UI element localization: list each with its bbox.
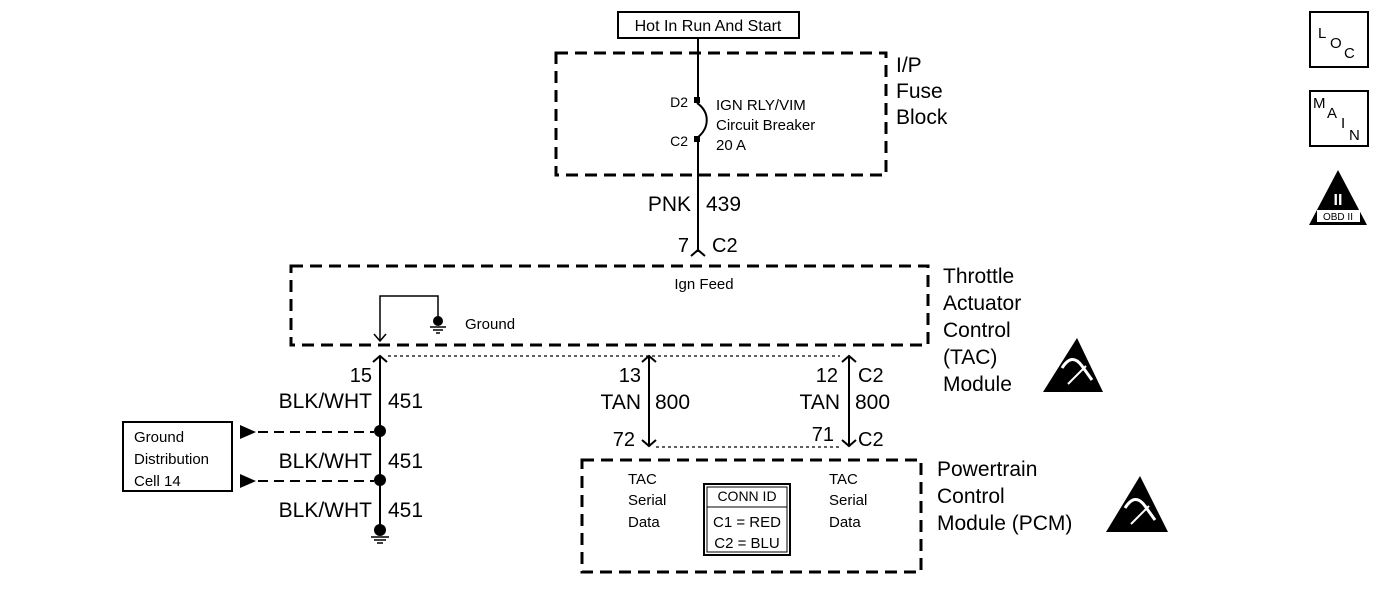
splice-1-icon	[374, 425, 386, 437]
ground-seg1-color: BLK/WHT	[279, 390, 373, 413]
serial-wire-2-circuit: 800	[855, 391, 890, 414]
tac-title-3: Control	[943, 319, 1011, 342]
serial-wire-1-color: TAN	[601, 391, 641, 414]
breaker-label-3: 20 A	[716, 137, 746, 154]
fuse-block-title-2: Fuse	[896, 80, 943, 103]
pcm-left-label-3: Data	[628, 514, 660, 531]
serial-wire-2-color: TAN	[800, 391, 840, 414]
serial-wire-2-pcm-connector: C2	[858, 429, 884, 451]
serial-wire-1-tac-pin: 13	[619, 365, 641, 387]
main-icon[interactable]: M A I N	[1309, 90, 1369, 147]
loc-letter-1: L	[1318, 25, 1326, 42]
pcm-title-2: Control	[937, 485, 1005, 508]
loc-letter-3: C	[1344, 45, 1355, 62]
main-letter-1: M	[1313, 95, 1326, 112]
tac-module: Ign Feed Throttle Actuator Control (TAC)…	[289, 264, 1021, 396]
loc-icon[interactable]: L O C	[1309, 11, 1369, 68]
feed-wire: PNK 439 7 C2	[648, 38, 741, 257]
feed-wire-circuit: 439	[706, 193, 741, 216]
ground-seg2-circuit: 451	[388, 450, 423, 473]
arrow-right-icon	[240, 425, 256, 439]
feed-wire-connector: C2	[712, 235, 738, 257]
conn-id-c2: C2 = BLU	[714, 535, 779, 552]
tac-ign-feed-label: Ign Feed	[674, 276, 733, 293]
loc-letter-2: O	[1330, 35, 1342, 52]
esd-icon-pcm	[1106, 476, 1168, 532]
obd-ii-icon[interactable]: II OBD II	[1309, 170, 1367, 225]
feed-wire-pin: 7	[678, 235, 689, 257]
ground-distribution-line-1: Ground	[134, 429, 184, 446]
pcm-left-label-2: Serial	[628, 492, 666, 509]
terminal-d2-icon	[694, 97, 700, 103]
tac-ground-label: Ground	[465, 316, 515, 333]
conn-id-header: CONN ID	[717, 488, 776, 504]
serial-wire-2-pcm-pin: 71	[812, 424, 834, 446]
connector-c2-icon	[690, 248, 706, 257]
pcm-right-label-1: TAC	[829, 471, 858, 488]
breaker-label-1: IGN RLY/VIM	[716, 97, 806, 114]
pcm-title-3: Module (PCM)	[937, 512, 1072, 535]
source-label-text: Hot In Run And Start	[635, 18, 782, 35]
arrow-right-icon	[240, 474, 256, 488]
serial-wire-1: 13 TAN 800 72	[601, 354, 690, 451]
fuse-block-title-1: I/P	[896, 54, 922, 77]
ground-seg3-circuit: 451	[388, 499, 423, 522]
fuse-pin-d2: D2	[670, 94, 688, 110]
source-label: Hot In Run And Start	[617, 11, 800, 39]
serial-wire-1-pcm-pin: 72	[613, 429, 635, 451]
tac-title-2: Actuator	[943, 292, 1021, 315]
serial-wire-2-tac-pin: 12	[816, 365, 838, 387]
conn-id-c1: C1 = RED	[713, 514, 781, 531]
fuse-block-title-3: Block	[896, 106, 948, 129]
ground-distribution-line-3: Cell 14	[134, 473, 181, 490]
serial-wire-2-tac-connector: C2	[858, 365, 884, 387]
pcm-left-label-1: TAC	[628, 471, 657, 488]
tac-title-4: (TAC)	[943, 346, 997, 369]
esd-icon-tac	[1043, 338, 1103, 392]
arrow-down-icon	[373, 333, 387, 343]
pcm-right-label-2: Serial	[829, 492, 867, 509]
obd-numeral: II	[1334, 192, 1343, 209]
ground-wire: 15 BLK/WHT 451 BLK/WHT 451 BLK/WHT 451	[240, 354, 423, 544]
conn-id-box: CONN ID C1 = RED C2 = BLU	[703, 483, 791, 556]
fuse-pin-c2: C2	[670, 133, 688, 149]
pcm-right-label-3: Data	[829, 514, 861, 531]
pcm-module: Powertrain Control Module (PCM) TAC Seri…	[580, 458, 1072, 574]
ground-seg2-color: BLK/WHT	[279, 450, 373, 473]
main-letter-4: N	[1349, 127, 1360, 144]
pcm-title-1: Powertrain	[937, 458, 1037, 481]
ground-seg1-circuit: 451	[388, 390, 423, 413]
breaker-label-2: Circuit Breaker	[716, 117, 815, 134]
main-letter-2: A	[1327, 105, 1337, 122]
ground-distribution-line-2: Distribution	[134, 451, 209, 468]
serial-wire-2: 12 C2 TAN 800 71 C2	[800, 354, 890, 451]
circuit-breaker-icon	[696, 102, 708, 139]
terminal-c2-icon	[694, 136, 700, 142]
tac-title-1: Throttle	[943, 265, 1014, 288]
obd-label: OBD II	[1323, 212, 1353, 223]
main-letter-3: I	[1341, 115, 1345, 132]
ground-wire-pin: 15	[350, 365, 372, 387]
tac-title-5: Module	[943, 373, 1012, 396]
feed-wire-color: PNK	[648, 193, 691, 216]
splice-2-icon	[374, 474, 386, 486]
ground-seg3-color: BLK/WHT	[279, 499, 373, 522]
fuse-block: I/P Fuse Block D2 C2 IGN RLY/VIM Circuit…	[554, 51, 948, 177]
ground-distribution-box[interactable]: Ground Distribution Cell 14	[122, 421, 233, 492]
serial-wire-1-circuit: 800	[655, 391, 690, 414]
